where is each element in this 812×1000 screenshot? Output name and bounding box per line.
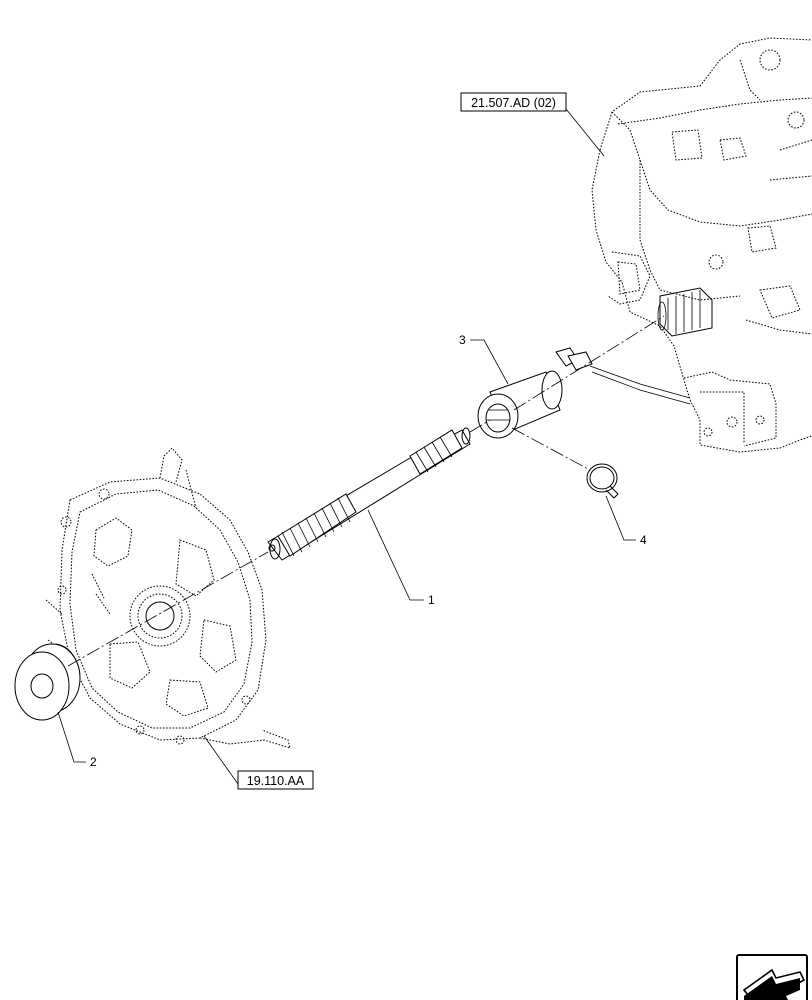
reference-clutch-link[interactable]: 19.110.AA: [237, 770, 314, 790]
reference-label: 19.110.AA: [247, 774, 305, 788]
reference-transmission-link[interactable]: 21.507.AD (02): [460, 92, 567, 112]
part-1-shaft: [267, 427, 471, 561]
callout-labels: 1 2 3 4: [90, 333, 647, 769]
reference-box: [460, 92, 567, 112]
hose-fitting: [555, 347, 691, 405]
part-2-bearing: [14, 643, 81, 721]
part-4-snap-ring: [586, 463, 619, 499]
callout-3: 3: [459, 333, 466, 347]
reference-box: [237, 770, 314, 790]
callout-2: 2: [90, 755, 97, 769]
callout-4: 4: [640, 533, 647, 547]
assembly-centerlines: [67, 315, 665, 667]
previous-page-arrow-icon[interactable]: [736, 954, 808, 1000]
callout-leaders: [57, 103, 636, 785]
transmission-housing: [591, 37, 812, 453]
callout-1: 1: [428, 593, 435, 607]
reference-label: 21.507.AD (02): [471, 96, 556, 110]
part-3-sleeve: [477, 370, 563, 439]
clutch-assembly: [45, 447, 291, 749]
